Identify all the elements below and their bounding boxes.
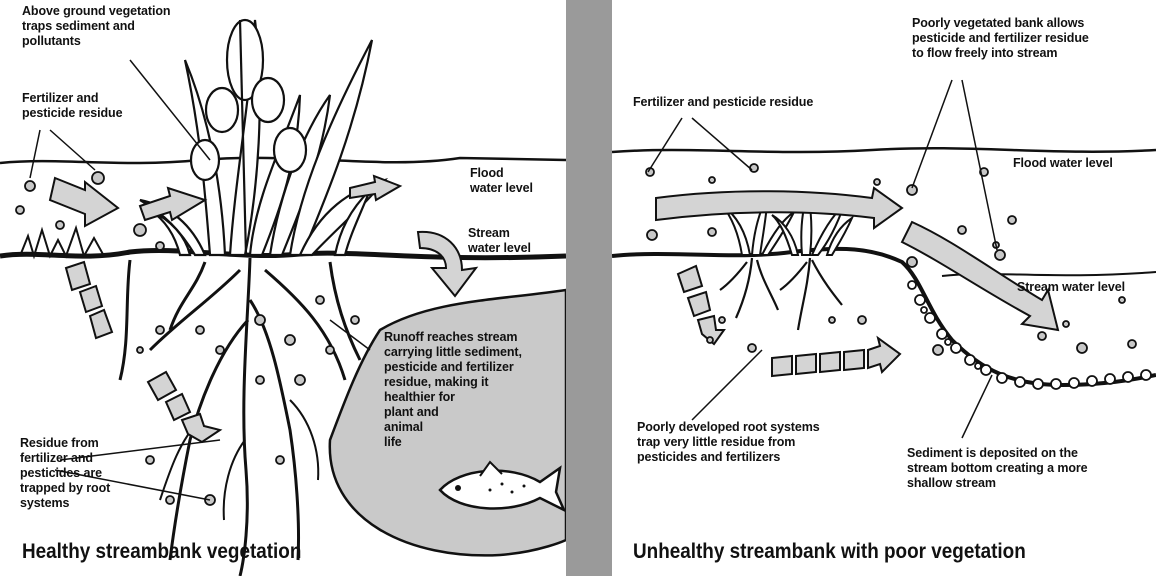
label-residue-trapped: Residue from fertilizer and pesticides a… [20,436,110,511]
label-flood-water-level-right: Flood water level [1013,156,1113,171]
label-poorly-vegetated-bank: Poorly vegetated bank allows pesticide a… [912,16,1089,61]
label-stream-water-level: Stream water level [468,226,531,256]
label-sediment-deposited: Sediment is deposited on the stream bott… [907,446,1087,491]
healthy-panel: Above ground vegetation traps sediment a… [0,0,566,576]
caption-unhealthy: Unhealthy streambank with poor vegetatio… [633,540,1026,564]
caption-healthy: Healthy streambank vegetation [22,540,301,564]
label-fertilizer-residue: Fertilizer and pesticide residue [22,91,122,121]
label-runoff: Runoff reaches stream carrying little se… [384,330,522,450]
panel-divider [566,0,612,576]
grass-tufts [20,228,104,256]
label-poorly-developed-roots: Poorly developed root systems trap very … [637,420,820,465]
root-icon [720,258,842,330]
root-icon [120,258,360,576]
label-above-ground-vegetation: Above ground vegetation traps sediment a… [22,4,170,49]
label-fertilizer-residue-right: Fertilizer and pesticide residue [633,95,813,110]
unhealthy-panel: Fertilizer and pesticide residue Poorly … [612,0,1156,576]
label-flood-water-level: Flood water level [470,166,533,196]
plant-icon [140,20,385,255]
label-stream-water-level-right: Stream water level [1017,280,1125,295]
flood-level-line-right [612,148,1156,152]
arrow-icon [656,188,1058,376]
